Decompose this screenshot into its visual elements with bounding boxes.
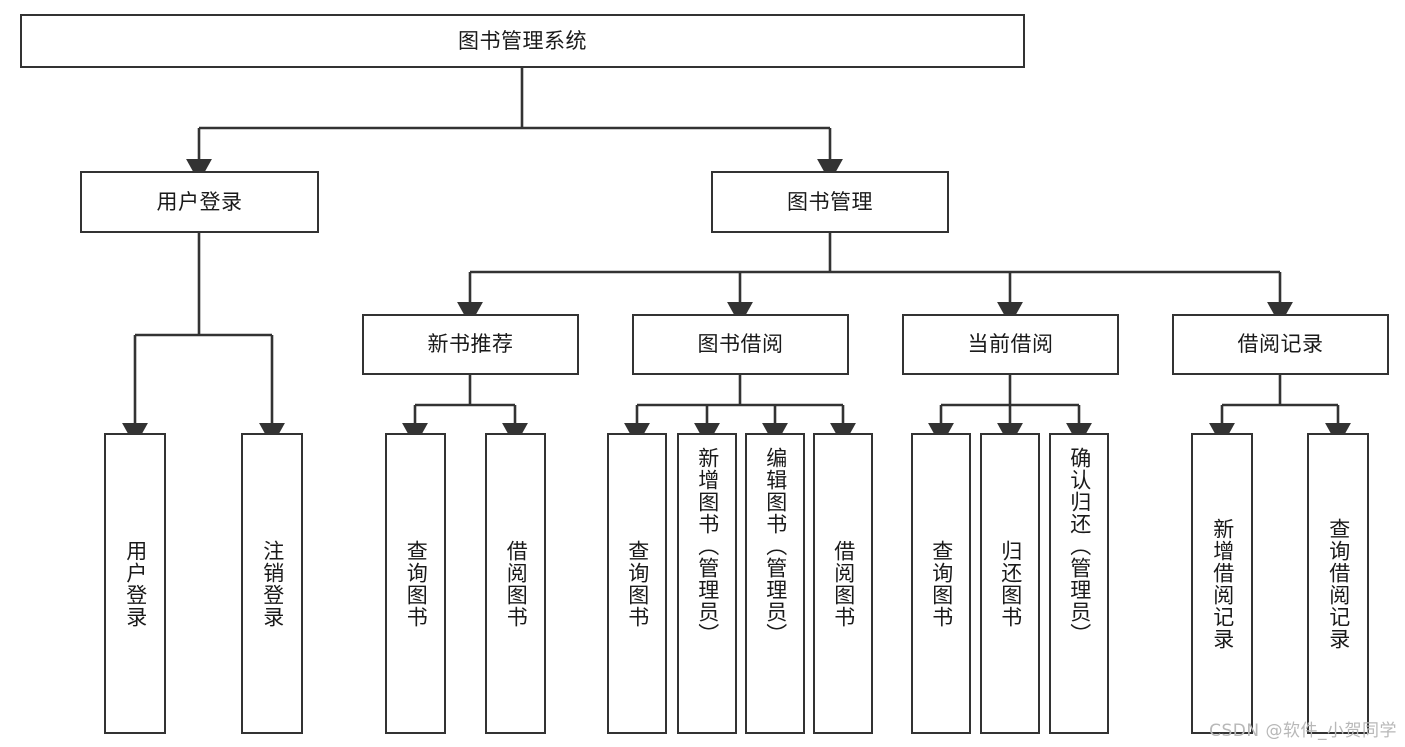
node-label: 图书借阅: [697, 332, 784, 357]
node-label: 借阅图书: [831, 539, 856, 628]
node-borrow-record[interactable]: 借阅记录: [1172, 314, 1389, 375]
node-label: 当前借阅: [967, 332, 1054, 357]
node-root-system[interactable]: 图书管理系统: [20, 14, 1025, 68]
leaf-add-book-admin[interactable]: 新增图书（管理员）: [677, 433, 737, 734]
leaf-borrow-book-recommend[interactable]: 借阅图书: [485, 433, 546, 734]
node-label: 新增借阅记录: [1210, 517, 1235, 650]
node-label: 编辑图书（管理员）: [763, 447, 788, 645]
node-book-management[interactable]: 图书管理: [711, 171, 949, 233]
leaf-user-login[interactable]: 用户登录: [104, 433, 166, 734]
node-new-book-recommend[interactable]: 新书推荐: [362, 314, 579, 375]
node-label: 注销登录: [260, 539, 285, 628]
leaf-query-borrow-record[interactable]: 查询借阅记录: [1307, 433, 1369, 734]
node-label: 查询图书: [929, 539, 954, 628]
node-label: 查询图书: [625, 539, 650, 628]
leaf-query-book-recommend[interactable]: 查询图书: [385, 433, 446, 734]
node-label: 图书管理系统: [458, 28, 587, 53]
node-label: 图书管理: [787, 189, 873, 214]
node-book-borrow[interactable]: 图书借阅: [632, 314, 849, 375]
node-label: 归还图书: [998, 539, 1023, 628]
leaf-query-book-borrow[interactable]: 查询图书: [607, 433, 667, 734]
node-label: 新书推荐: [427, 332, 514, 357]
leaf-query-book-current[interactable]: 查询图书: [911, 433, 971, 734]
watermark-text: CSDN @软件_小贺同学: [1209, 721, 1397, 741]
leaf-edit-book-admin[interactable]: 编辑图书（管理员）: [745, 433, 805, 734]
leaf-confirm-return-admin[interactable]: 确认归还（管理员）: [1049, 433, 1109, 734]
node-label: 确认归还（管理员）: [1067, 447, 1092, 645]
leaf-logout[interactable]: 注销登录: [241, 433, 303, 734]
node-label: 新增图书（管理员）: [695, 447, 720, 645]
node-label: 用户登录: [123, 539, 148, 628]
node-label: 借阅图书: [504, 539, 529, 628]
node-user-login[interactable]: 用户登录: [80, 171, 319, 233]
leaf-add-borrow-record[interactable]: 新增借阅记录: [1191, 433, 1253, 734]
node-label: 查询图书: [404, 539, 429, 628]
node-label: 查询借阅记录: [1326, 517, 1351, 650]
node-label: 用户登录: [156, 189, 243, 214]
node-current-borrow[interactable]: 当前借阅: [902, 314, 1119, 375]
leaf-return-book[interactable]: 归还图书: [980, 433, 1040, 734]
node-label: 借阅记录: [1237, 332, 1324, 357]
leaf-borrow-book[interactable]: 借阅图书: [813, 433, 873, 734]
